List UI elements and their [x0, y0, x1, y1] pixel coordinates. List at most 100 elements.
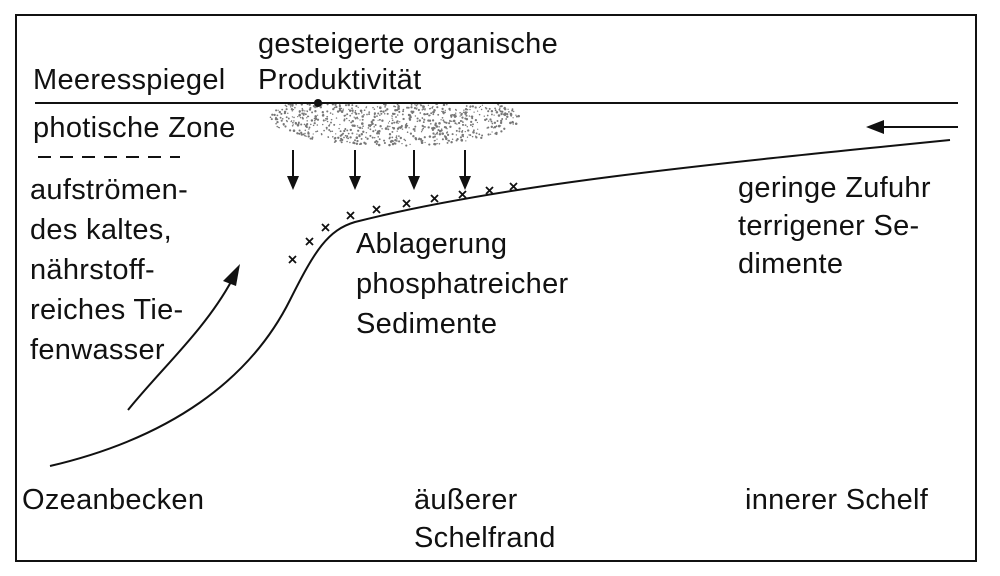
stipple-dot [373, 108, 376, 110]
stipple-dot [286, 120, 288, 123]
stipple-dot [325, 119, 327, 122]
stipple-dot [359, 119, 361, 121]
stipple-dot [391, 119, 394, 122]
stipple-dot [396, 114, 399, 116]
stipple-dot [355, 105, 358, 108]
stipple-dot [371, 119, 374, 121]
stipple-dot [331, 130, 334, 133]
stipple-dot [290, 107, 294, 111]
stipple-dot [465, 117, 469, 121]
stipple-dot [290, 120, 292, 123]
stipple-dot [423, 118, 426, 121]
stipple-dot [441, 128, 443, 130]
stipple-dot [456, 123, 458, 125]
outer-shelf-label-2: Schelfrand [414, 522, 556, 554]
stipple-dot [281, 108, 284, 111]
stipple-dot [356, 116, 359, 119]
stipple-dot [480, 108, 483, 111]
stipple-dot [476, 110, 479, 112]
stipple-dot [301, 109, 304, 112]
stipple-dot [291, 125, 294, 127]
stipple-dot [373, 116, 376, 119]
stipple-dot [398, 135, 400, 137]
stipple-dot [417, 138, 420, 141]
stipple-dot [336, 110, 340, 113]
stipple-dot [501, 118, 504, 120]
stipple-dot [411, 110, 415, 114]
stipple-dot [349, 136, 352, 139]
stipple-dot [363, 113, 365, 116]
stipple-dot [346, 135, 349, 138]
stipple-dot [353, 116, 355, 118]
upwelling-label-1: aufströmen- [30, 174, 189, 206]
stipple-dot [326, 117, 329, 120]
stipple-dot [394, 106, 397, 108]
stipple-dot [420, 131, 423, 133]
stipple-dot [348, 119, 350, 122]
stipple-dot [354, 111, 357, 114]
stipple-dot [471, 135, 474, 138]
stipple-dot [358, 112, 360, 115]
stipple-dot [381, 128, 383, 130]
stipple-dot [355, 113, 357, 116]
stipple-dot [348, 109, 352, 112]
stipple-dot [386, 108, 389, 111]
stipple-dot [464, 112, 467, 116]
stipple-dot [370, 120, 374, 124]
stipple-dot [344, 127, 347, 130]
stipple-dot [475, 132, 478, 135]
stipple-dot [445, 137, 448, 141]
stipple-dot [299, 117, 302, 119]
stipple-dot [438, 126, 440, 128]
stipple-dot [452, 119, 456, 123]
stipple-dot [383, 112, 386, 115]
stipple-dot [459, 111, 461, 114]
phosphate-crosses [288, 182, 518, 264]
stipple-dot [376, 115, 378, 117]
stipple-dot [442, 112, 445, 115]
stipple-dot [408, 118, 412, 121]
stipple-dot [441, 138, 444, 141]
stipple-dot [304, 134, 306, 137]
stipple-dot [275, 122, 277, 125]
stipple-dot [351, 112, 353, 115]
stipple-dot [456, 137, 459, 141]
stipple-dot [343, 114, 346, 117]
stipple-dot [405, 144, 408, 147]
stipple-dot [333, 137, 336, 140]
stipple-dot [326, 110, 329, 113]
stipple-dot [350, 121, 353, 124]
stipple-dot [382, 119, 384, 121]
stipple-dot [471, 115, 474, 118]
stipple-dot [367, 127, 370, 129]
stipple-dot [512, 123, 514, 125]
stipple-dot [422, 121, 425, 124]
stipple-dot [332, 136, 334, 138]
stipple-dot [462, 111, 465, 114]
stipple-dot [417, 108, 420, 112]
stipple-dot [410, 104, 413, 106]
stipple-dot [343, 136, 345, 139]
stipple-dot [374, 123, 377, 127]
stipple-dot [384, 106, 386, 108]
stipple-dot [345, 137, 348, 139]
stipple-dot [296, 132, 299, 135]
deposit-label-1: Ablagerung [356, 228, 508, 260]
stipple-dot [422, 108, 425, 111]
stipple-dot [323, 129, 325, 132]
stipple-dot [414, 125, 417, 128]
supply-label-3: dimente [738, 248, 844, 280]
stipple-dot [503, 127, 506, 130]
stipple-dot [309, 137, 312, 140]
stipple-dot [461, 123, 465, 126]
stipple-dot [277, 109, 279, 111]
stipple-dot [285, 116, 288, 119]
stipple-dot [314, 106, 316, 109]
stipple-dot [306, 110, 309, 113]
stipple-dot [413, 106, 417, 110]
stipple-dot [393, 121, 396, 124]
stipple-dot [472, 123, 474, 126]
stipple-dot [313, 122, 316, 125]
stipple-dot [476, 121, 479, 124]
